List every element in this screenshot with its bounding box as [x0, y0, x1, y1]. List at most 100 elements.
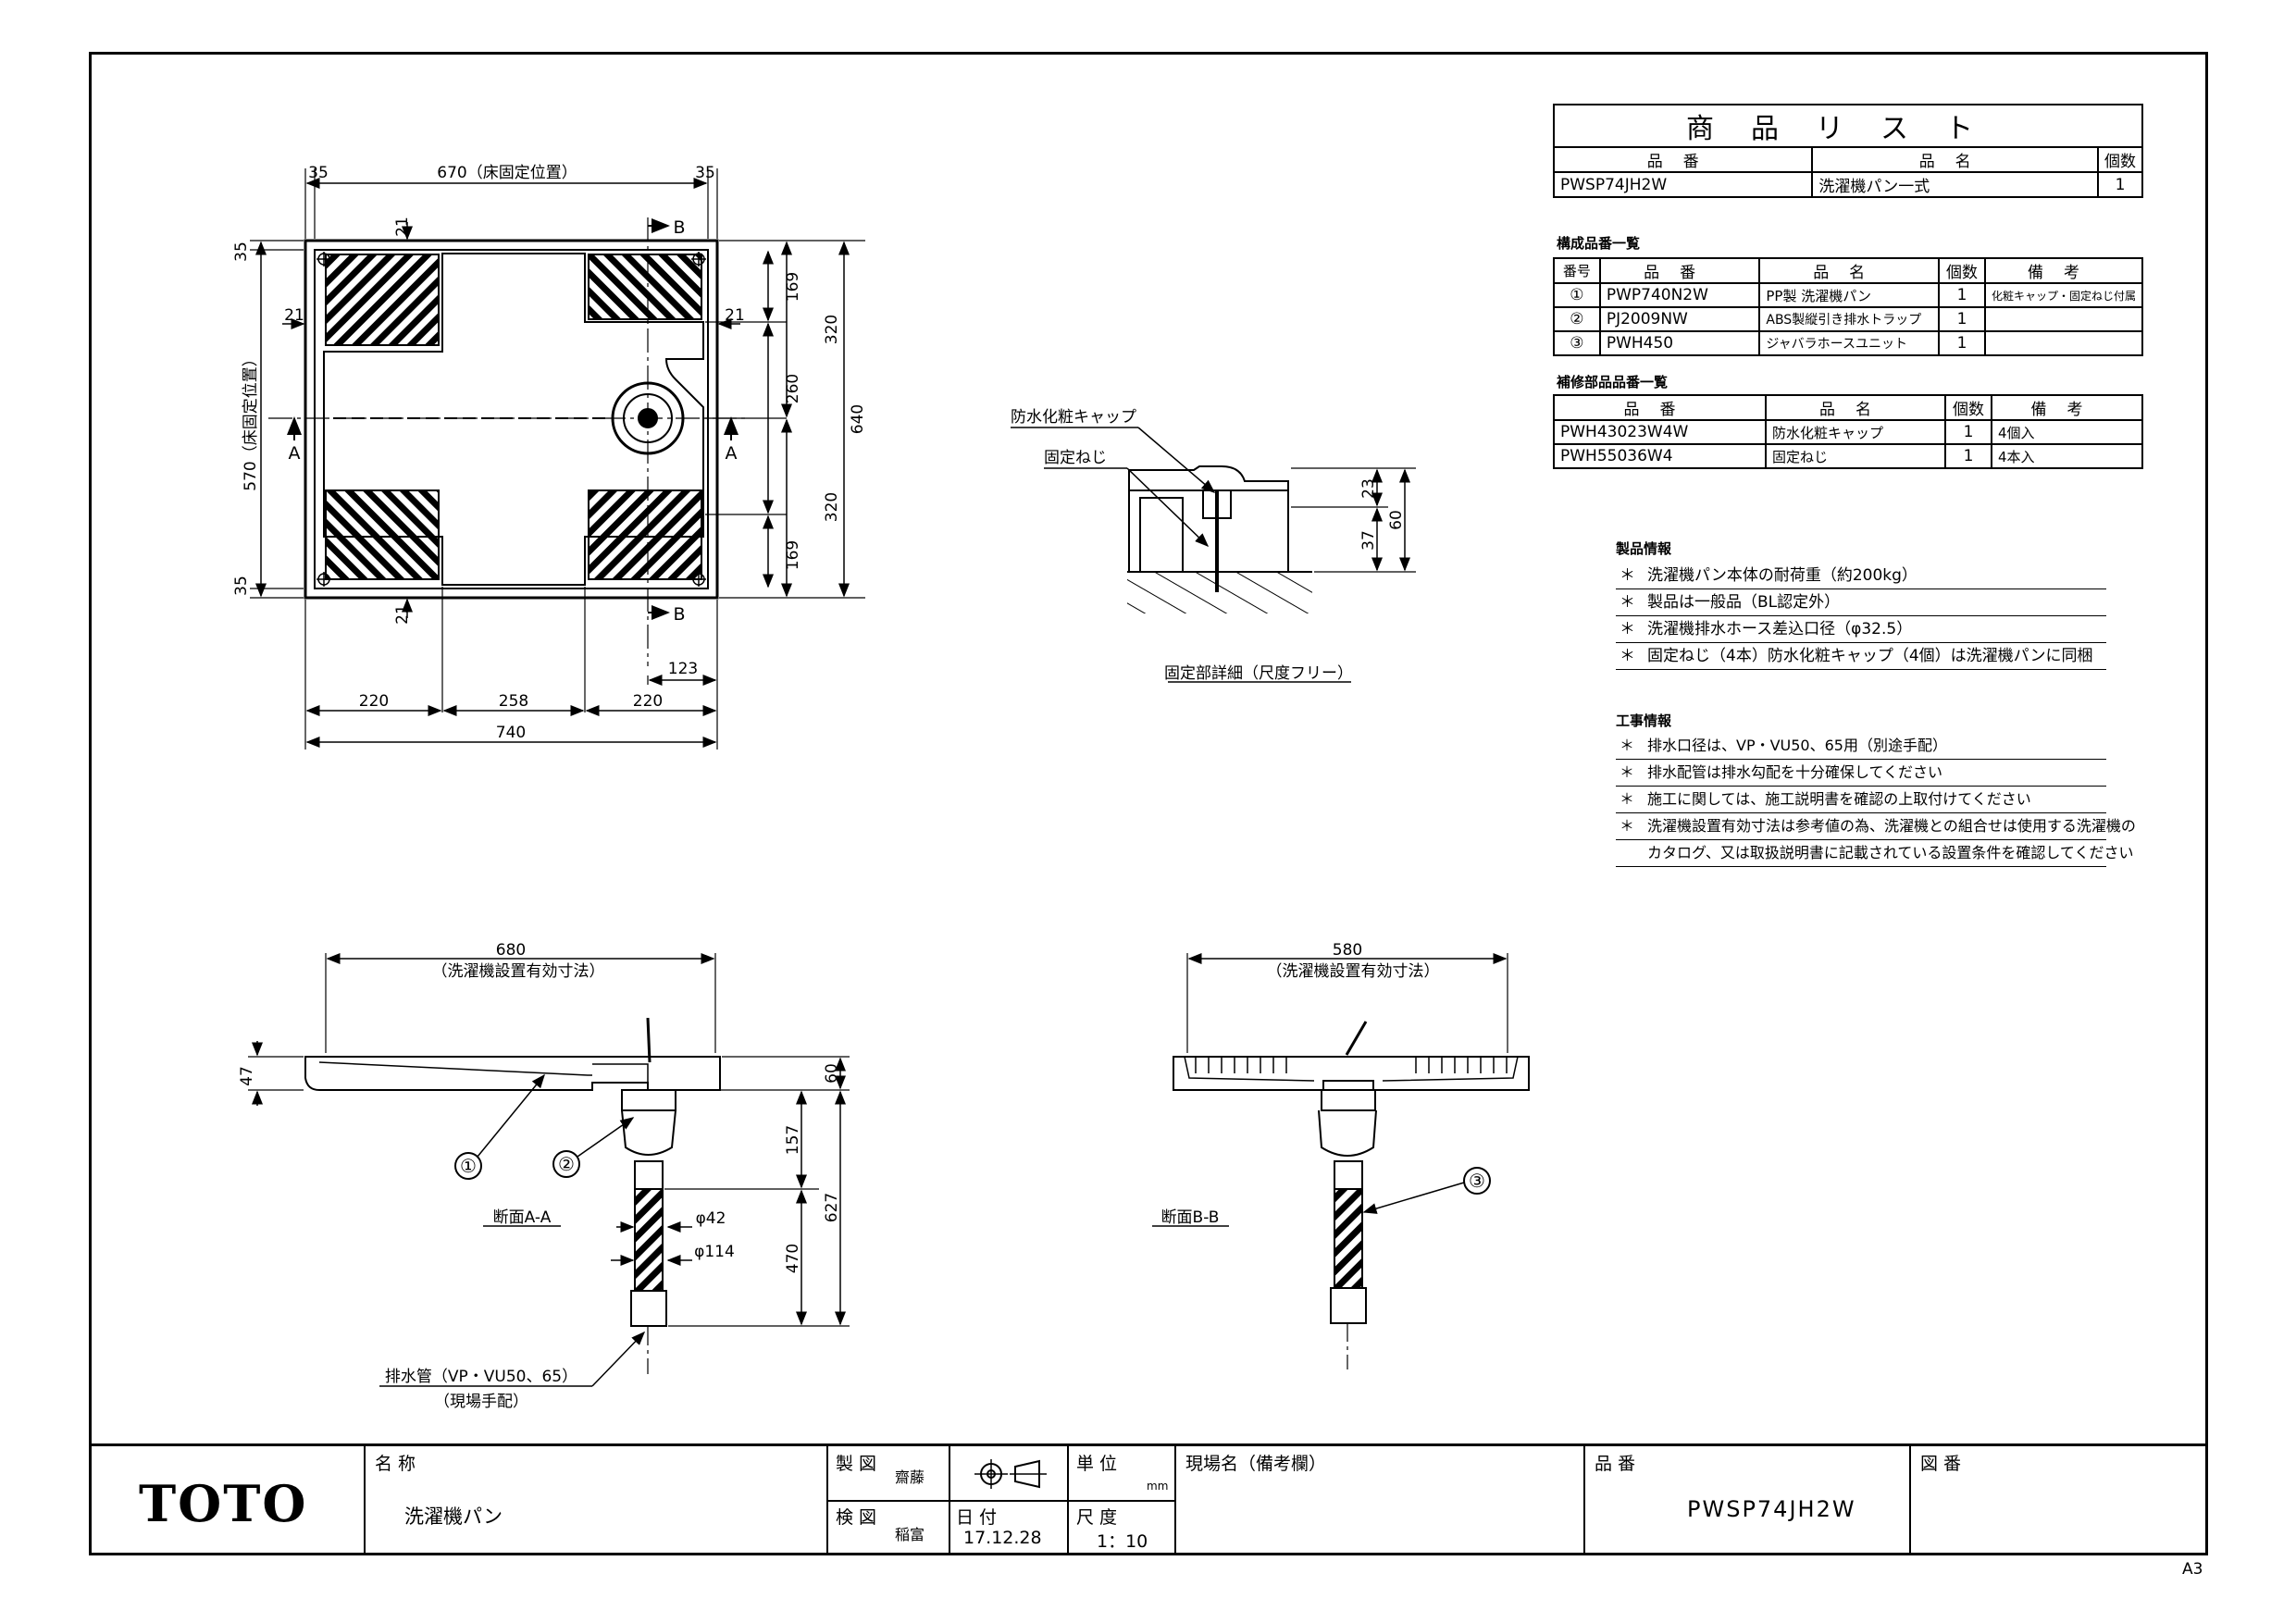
comp-no: ①: [1553, 282, 1601, 308]
product-list-title: 商品リスト: [1553, 104, 2143, 148]
title-block: TOTO 名 称 洗濯機パン 製 図 齋藤 検 図 稲富 日 付 17.12.2…: [89, 1443, 2208, 1558]
construction-info-list: ＊排水口径は、VP・VU50、65用（別途手配） ＊排水配管は排水勾配を十分確保…: [1616, 733, 2136, 867]
comp-code: PWP740N2W: [1598, 282, 1761, 308]
dim-text: 47: [238, 1066, 256, 1086]
section-mark-b: B: [673, 604, 685, 625]
comp-header-no: 番号: [1553, 257, 1601, 284]
unit-label: 単 位: [1076, 1454, 1118, 1474]
product-info-item: ＊製品は一般品（BL認定外）: [1616, 589, 2106, 616]
site-cell: 現場名（備考欄）: [1174, 1446, 1583, 1555]
dim-text: 60: [1387, 510, 1406, 530]
comp-code: PWH450: [1598, 330, 1761, 356]
comp-no: ②: [1553, 306, 1601, 332]
comp-note: [1983, 330, 2144, 356]
rep-header-code: 品番: [1553, 394, 1767, 421]
drawing-sheet: [89, 52, 2208, 1555]
fixing-detail: [1011, 427, 1416, 683]
section-aa-labels: 680 （洗濯機設置有効寸法） 47 60 157 627 470 φ42 φ1…: [238, 941, 841, 1411]
dim-note: （洗濯機設置有効寸法）: [1267, 962, 1440, 981]
construction-info-item: ＊排水配管は排水勾配を十分確保してください: [1616, 760, 2106, 787]
dim-note: （洗濯機設置有効寸法）: [432, 962, 605, 981]
pipe-note: （現場手配）: [434, 1393, 528, 1411]
drawing-no-label: 図 番: [1920, 1454, 1962, 1474]
product-info-item: ＊洗濯機パン本体の耐荷重（約200kg）: [1616, 563, 2106, 589]
pipe-label: 排水管（VP・VU50、65）: [385, 1368, 577, 1386]
dim-text: 35: [232, 242, 251, 262]
comp-code: PJ2009NW: [1598, 306, 1761, 332]
repair-parts-title: 補修部品品番一覧: [1557, 374, 1669, 390]
section-caption: 断面B-B: [1161, 1208, 1220, 1227]
dim-text: 580: [1333, 941, 1362, 960]
rep-qty: 1: [1944, 443, 1992, 469]
comp-qty: 1: [1938, 306, 1986, 332]
dim-text: 258: [499, 692, 528, 711]
scale-value: 1：10: [1097, 1531, 1148, 1552]
components-title: 構成品番一覧: [1557, 235, 1641, 252]
dim-text: 570（床固定位置）: [242, 351, 260, 490]
construction-info-item: ＊排水口径は、VP・VU50、65用（別途手配）: [1616, 733, 2106, 760]
dim-text: 157: [784, 1125, 802, 1155]
rep-name: 固定ねじ: [1765, 443, 1946, 469]
balloon-2: ②: [558, 1153, 575, 1175]
rep-header-qty: 個数: [1944, 394, 1992, 421]
comp-header-name: 品名: [1758, 257, 1941, 284]
section-bb: [1152, 953, 1530, 1369]
dim-text: 169: [784, 540, 802, 570]
dim-text: 470: [784, 1244, 802, 1273]
drawn-checked-cell: 製 図 齋藤 検 図 稲富: [826, 1446, 949, 1555]
comp-name: PP製 洗濯機パン: [1758, 282, 1941, 308]
detail-caption: 固定部詳細（尺度フリー）: [1164, 664, 1353, 683]
site-label: 現場名（備考欄）: [1185, 1454, 1327, 1474]
name-label: 名 称: [375, 1454, 416, 1474]
repair-parts-table: 品番 品名 個数 備考 PWH43023W4W 防水化粧キャップ 1 4個入 P…: [1553, 394, 2143, 469]
dim-text: 260: [784, 374, 802, 403]
product-info-title: 製品情報: [1616, 540, 1672, 557]
unit-scale-cell: 単 位 mm 尺 度 1：10: [1067, 1446, 1174, 1555]
comp-header-code: 品番: [1598, 257, 1761, 284]
dim-text: 640: [849, 404, 867, 434]
name-cell: 名 称 洗濯機パン: [364, 1446, 826, 1555]
dim-text: 37: [1359, 530, 1378, 551]
rep-note: 4本入: [1991, 443, 2143, 469]
dim-text: 627: [823, 1193, 841, 1222]
product-info-item: ＊洗濯機排水ホース差込口径（φ32.5）: [1616, 616, 2106, 643]
section-caption: 断面A-A: [493, 1208, 552, 1227]
drawn-value: 齋藤: [895, 1468, 925, 1486]
plan-view-dimensions: 35 670（床固定位置） 35 35 570（床固定位置） 35 21 21 …: [232, 164, 867, 742]
product-qty: 1: [2097, 171, 2143, 198]
dim-text: 21: [725, 306, 745, 325]
comp-header-qty: 個数: [1938, 257, 1986, 284]
construction-info-item: カタログ、又は取扱説明書に記載されている設置条件を確認してください: [1616, 840, 2133, 867]
dim-text: 320: [823, 492, 841, 522]
scale-label: 尺 度: [1076, 1507, 1118, 1528]
comp-name: ABS製縦引き排水トラップ: [1758, 306, 1941, 332]
code-label: 品 番: [1595, 1454, 1636, 1474]
drawn-label: 製 図: [836, 1454, 877, 1474]
comp-qty: 1: [1938, 282, 1986, 308]
dim-text: 23: [1359, 478, 1378, 499]
comp-qty: 1: [1938, 330, 1986, 356]
rep-header-name: 品名: [1765, 394, 1946, 421]
dim-text: φ114: [694, 1243, 735, 1261]
checked-value: 稲富: [895, 1526, 925, 1543]
product-name: 洗濯機パン一式: [1811, 171, 2099, 198]
comp-note: [1983, 306, 2144, 332]
projection-date-cell: 日 付 17.12.28: [949, 1446, 1067, 1555]
sheet-size: A3: [2182, 1560, 2203, 1579]
screw-label: 固定ねじ: [1044, 449, 1107, 467]
construction-info-title: 工事情報: [1616, 712, 1672, 729]
dim-text: 21: [284, 306, 304, 325]
name-value: 洗濯機パン: [404, 1505, 503, 1528]
dim-text: 320: [823, 315, 841, 344]
rep-code: PWH55036W4: [1553, 443, 1767, 469]
comp-header-note: 備考: [1983, 257, 2144, 284]
comp-note: 化粧キャップ・固定ねじ付属: [1983, 282, 2144, 308]
dim-text: φ42: [696, 1209, 726, 1228]
dim-text: 35: [695, 164, 715, 182]
col-header-qty: 個数: [2097, 146, 2143, 173]
product-info-item: ＊固定ねじ（4本）防水化粧キャップ（4個）は洗濯機パンに同梱: [1616, 643, 2106, 670]
drawing-no-cell: 図 番: [1909, 1446, 2205, 1555]
comp-no: ③: [1553, 330, 1601, 356]
unit-value: mm: [1147, 1480, 1169, 1493]
rep-qty: 1: [1944, 419, 1992, 445]
